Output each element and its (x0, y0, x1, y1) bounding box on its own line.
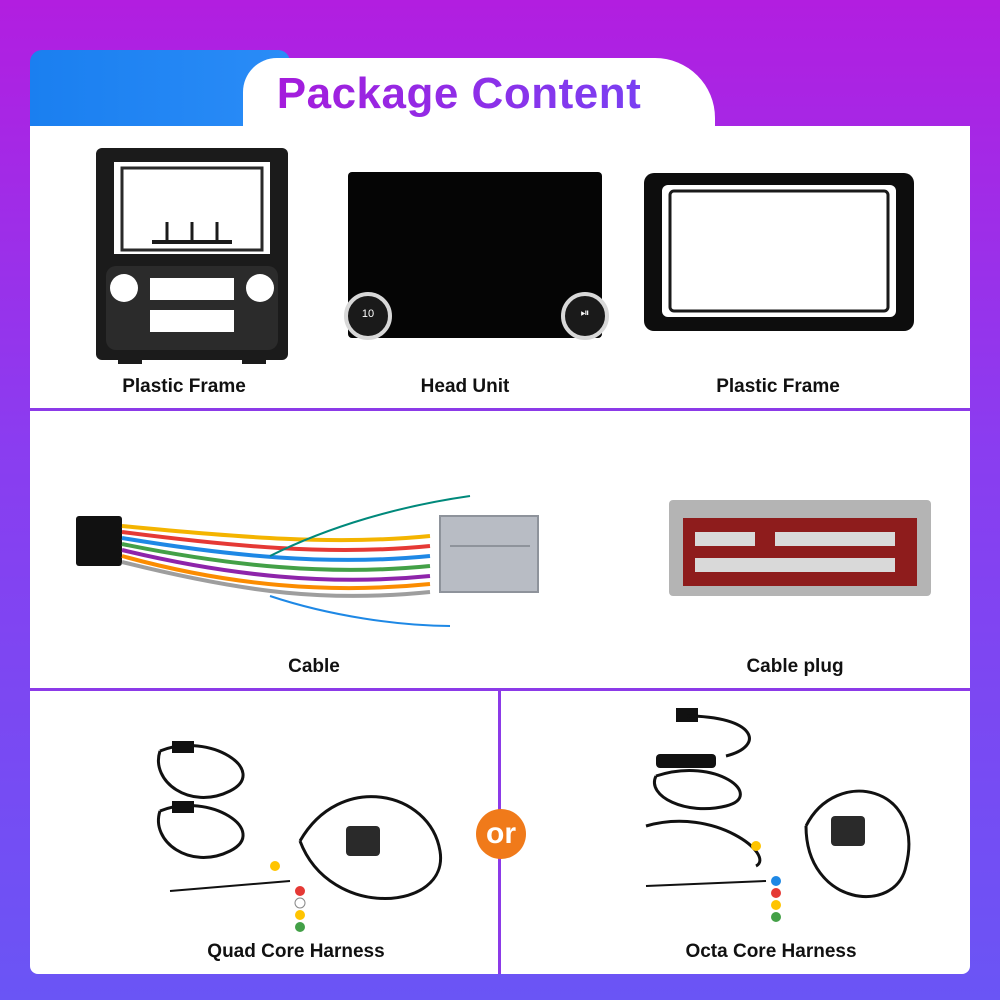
package-panel: Plastic Frame 10 ⏯ Head Unit Plastic Fra… (30, 126, 970, 974)
plastic-frame-2-image (644, 173, 914, 331)
octa-core-harness-label: Octa Core Harness (685, 941, 857, 962)
item-quad-core-harness: Quad Core Harness (30, 691, 498, 974)
cable-image (76, 495, 539, 627)
quad-core-harness-image (157, 741, 442, 932)
or-separator: or (476, 809, 526, 859)
play-pause-knob-icon: ⏯ (580, 307, 590, 319)
cable-plug-label: Cable plug (746, 656, 844, 677)
cable-label: Cable (288, 656, 340, 677)
row-divider-1 (30, 408, 970, 411)
item-octa-core-harness: Octa Core Harness (501, 691, 970, 974)
item-cable: Cable (30, 411, 590, 688)
item-plastic-frame-2: Plastic Frame (625, 126, 970, 408)
plastic-frame-1-image (96, 148, 288, 364)
cable-plug-image (669, 500, 931, 596)
plastic-frame-1-label: Plastic Frame (122, 376, 246, 397)
item-plastic-frame-1: Plastic Frame (30, 126, 340, 408)
octa-core-harness-image (645, 708, 911, 922)
item-head-unit: 10 ⏯ Head Unit (325, 126, 615, 408)
quad-core-harness-label: Quad Core Harness (207, 941, 385, 962)
volume-knob-label: 10 (361, 308, 375, 320)
page-title: Package Content (276, 69, 642, 118)
plastic-frame-2-label: Plastic Frame (716, 376, 840, 397)
row-divider-2 (30, 688, 970, 691)
header-title-tab: Package Content (243, 58, 715, 130)
item-cable-plug: Cable plug (590, 411, 970, 688)
head-unit-image (344, 172, 609, 340)
head-unit-label: Head Unit (420, 376, 510, 397)
